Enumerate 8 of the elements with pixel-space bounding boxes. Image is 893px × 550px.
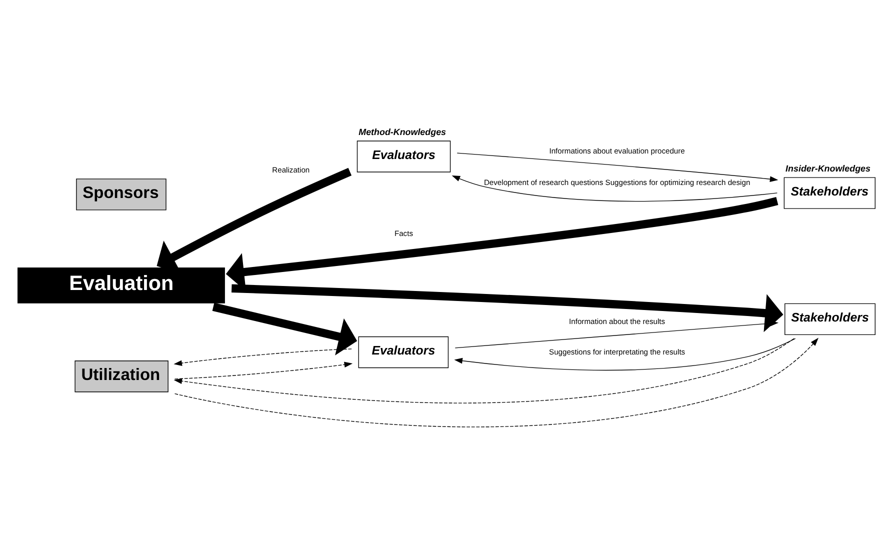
edge-label: Realization <box>272 166 310 175</box>
node-label: Insider-Knowledges <box>786 164 870 174</box>
edge-label: Information about the results <box>569 317 666 326</box>
edge-label: Suggestions for interpretating the results <box>549 348 686 357</box>
node-label: Method-Knowledges <box>358 127 446 138</box>
edge-label: Development of research questions Suggestions for optimizing research design <box>484 178 750 187</box>
edge-label: Informations about evaluation procedure <box>549 146 685 156</box>
edge-label: Facts <box>394 228 413 238</box>
